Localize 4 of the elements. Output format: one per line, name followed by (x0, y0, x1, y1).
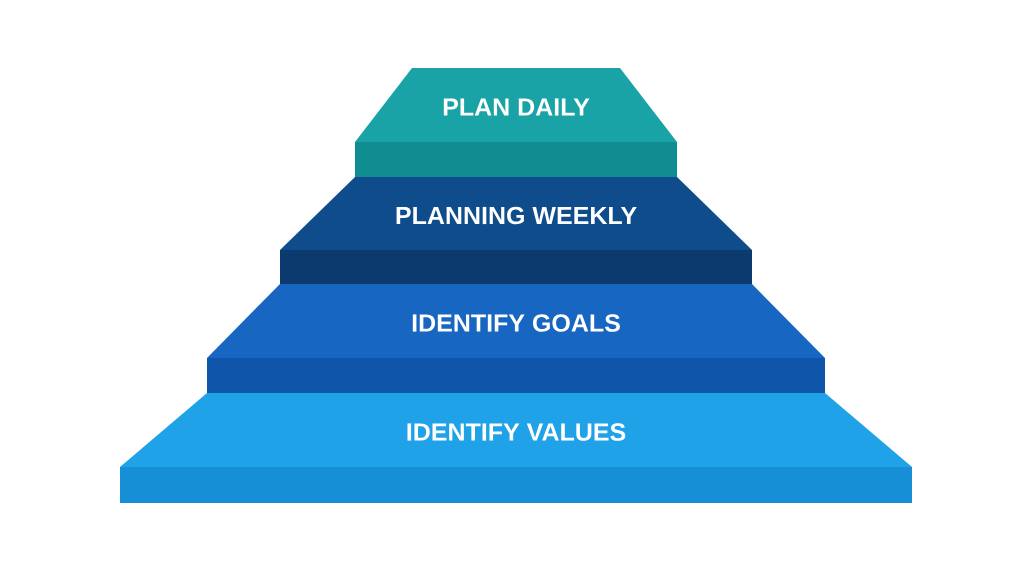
step-block: PLAN DAILY (355, 68, 677, 177)
step-block: PLANNING WEEKLY (280, 177, 752, 284)
step-block: IDENTIFY VALUES (120, 393, 912, 503)
step-block: IDENTIFY GOALS (207, 284, 825, 393)
